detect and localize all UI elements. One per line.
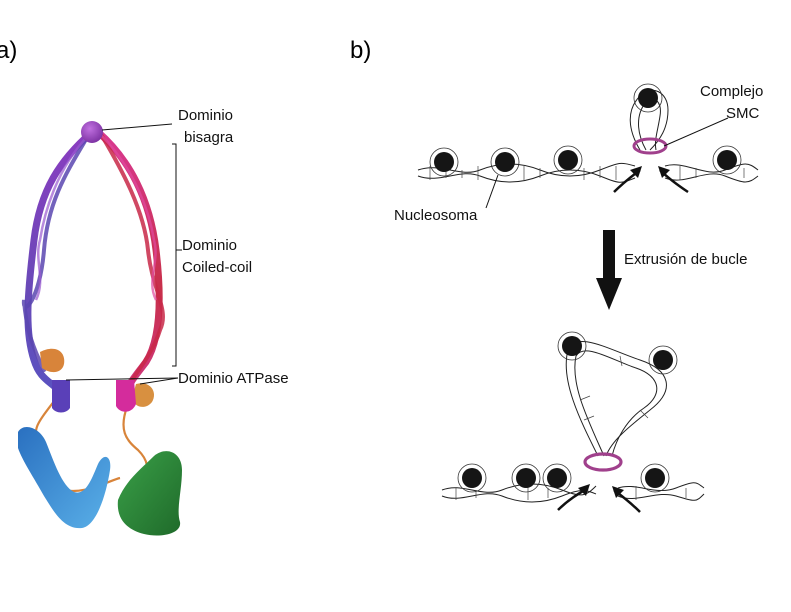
nucleosomes-top bbox=[434, 88, 737, 172]
atpase-pointer bbox=[65, 377, 179, 381]
coiled-coil-bracket bbox=[172, 143, 177, 367]
blue-protein bbox=[18, 427, 111, 529]
orange-blob-right bbox=[132, 383, 155, 407]
label-atpase: Dominio ATPase bbox=[178, 370, 289, 387]
smc-ring-bottom bbox=[583, 452, 623, 472]
process-arrow bbox=[596, 230, 622, 310]
green-protein bbox=[117, 451, 182, 536]
panel-a: a) bbox=[0, 37, 289, 536]
smc-right-arm bbox=[94, 128, 165, 396]
chromatin-fiber-bottom bbox=[441, 331, 705, 513]
nucleosome-pointer bbox=[485, 174, 499, 209]
chromatin-fiber-top bbox=[417, 83, 759, 209]
smc-pointer bbox=[663, 117, 729, 147]
atpase-head-right bbox=[116, 380, 136, 412]
label-hinge-line1: Dominio bbox=[178, 107, 233, 124]
panel-b: b) bbox=[350, 37, 763, 513]
hinge-domain bbox=[81, 121, 103, 143]
label-complex-line1: Complejo bbox=[700, 83, 763, 100]
label-hinge-line2: bisagra bbox=[184, 129, 234, 146]
label-nucleosome: Nucleosoma bbox=[394, 207, 478, 224]
panel-a-letter: a) bbox=[0, 37, 17, 64]
orange-blob-left bbox=[40, 348, 65, 373]
atpase-head-left bbox=[52, 380, 70, 413]
label-complex-line2: SMC bbox=[726, 105, 760, 122]
nucleosomes-bottom bbox=[462, 336, 673, 488]
panel-b-letter: b) bbox=[350, 37, 371, 64]
label-process: Extrusión de bucle bbox=[624, 251, 747, 268]
label-coiled-line1: Dominio bbox=[182, 237, 237, 254]
smc-ring-top bbox=[632, 137, 668, 155]
hinge-pointer bbox=[101, 123, 173, 131]
label-coiled-line2: Coiled-coil bbox=[182, 259, 252, 276]
smc-left-arm bbox=[21, 128, 96, 396]
